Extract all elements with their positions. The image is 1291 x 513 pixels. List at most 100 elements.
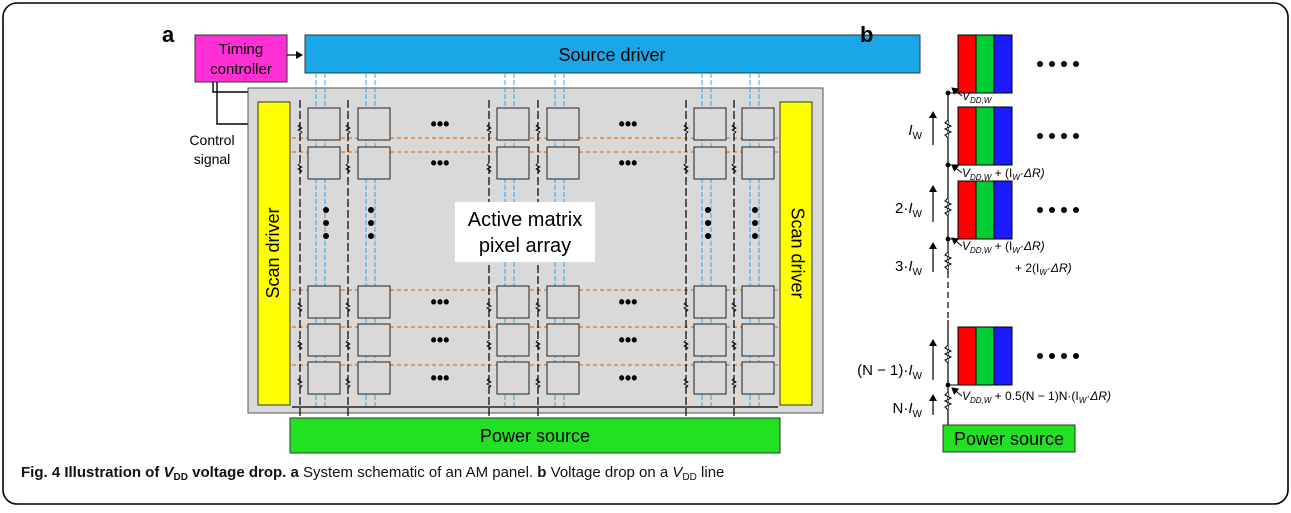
subpixel-red (957, 326, 977, 386)
caption-fig-label: Fig. 4 (21, 464, 61, 481)
pixel-cell (546, 107, 580, 141)
voltage-pointer (951, 237, 963, 247)
current-label: 3·IW (895, 258, 923, 278)
ellipsis-dot (1037, 61, 1043, 67)
ellipsis-dot (368, 220, 374, 226)
ellipsis-horizontal: ••• (619, 153, 638, 173)
resistor-tick (345, 339, 351, 351)
caption-title-sub: DD (173, 472, 188, 483)
ellipsis-horizontal: ••• (431, 292, 450, 312)
resistor (943, 251, 953, 271)
resistor-tick (535, 377, 541, 389)
ellipsis-dot (1049, 207, 1055, 213)
resistor-tick (731, 377, 737, 389)
resistor-tick (345, 162, 351, 174)
resistor-tick (297, 377, 303, 389)
resistor-tick (683, 301, 689, 313)
resistor-tick (297, 339, 303, 351)
ellipsis-dot (368, 207, 374, 213)
pixel-cell (496, 146, 530, 180)
resistor-tick (535, 162, 541, 174)
panel-b-label: b (860, 22, 873, 47)
pixel-cell (741, 107, 775, 141)
ellipsis-horizontal: ••• (431, 330, 450, 350)
pixel-cell (357, 285, 391, 319)
scan-driver-right (779, 101, 813, 406)
pixel-cell (496, 285, 530, 319)
pixel-cell (693, 361, 727, 395)
ellipsis-dot (1061, 207, 1067, 213)
resistor-tick (486, 377, 492, 389)
ellipsis-dot (1049, 353, 1055, 359)
pixel-cell (357, 323, 391, 357)
pixel-cell (357, 146, 391, 180)
ellipsis-dot (1073, 207, 1079, 213)
caption-title-var: V (163, 464, 174, 481)
caption-b-sub: DD (682, 472, 697, 483)
ellipsis-dot (705, 220, 711, 226)
resistor-tick (683, 377, 689, 389)
resistor-tick (345, 377, 351, 389)
pixel-cell (496, 323, 530, 357)
figure-caption: Fig. 4 Illustration of VDD voltage drop.… (21, 463, 1271, 483)
pixel-cell (496, 107, 530, 141)
ellipsis-dot (705, 233, 711, 239)
timing-controller-block (194, 34, 288, 83)
power-source-label-b: Power source (954, 429, 1064, 449)
resistor-tick (731, 123, 737, 135)
power-source-block-b (942, 424, 1076, 453)
resistor-tick (297, 123, 303, 135)
resistor-tick (731, 162, 737, 174)
pixel-cell (357, 361, 391, 395)
resistor (943, 119, 953, 139)
ellipsis-horizontal: ••• (619, 114, 638, 134)
pixel-cell (693, 146, 727, 180)
pixel-cell (307, 361, 341, 395)
ellipsis-dot (1073, 61, 1079, 67)
resistor (943, 344, 953, 364)
caption-b-var: V (672, 464, 683, 481)
resistor-tick (535, 123, 541, 135)
ellipsis-dot (752, 220, 758, 226)
power-source-block-a (289, 417, 781, 454)
pixel-array: •••••••••••••••••••••••••••••• (292, 73, 778, 418)
voltage-pointer (951, 387, 963, 397)
ellipsis-dot (1049, 61, 1055, 67)
resistor (943, 391, 953, 411)
pixel-cell (741, 323, 775, 357)
ellipsis-horizontal: ••• (431, 114, 450, 134)
voltage-label: VDD,W + 0.5(N − 1)N·(IW·ΔR) (962, 389, 1111, 405)
pixel-cell (693, 285, 727, 319)
ellipsis-horizontal: ••• (619, 292, 638, 312)
resistor-tick (486, 339, 492, 351)
source-driver-label: Source driver (558, 45, 665, 65)
resistor (943, 197, 953, 217)
pixel-cell (546, 323, 580, 357)
caption-a-text: System schematic of an AM panel. (298, 464, 538, 481)
resistor-tick (486, 301, 492, 313)
caption-b-text-post: line (696, 464, 725, 481)
ellipsis-dot (323, 207, 329, 213)
resistor-tick (486, 123, 492, 135)
resistor-tick (345, 301, 351, 313)
subpixel-green (975, 180, 995, 240)
current-label: 2·IW (895, 200, 923, 220)
current-label: (N − 1)·IW (857, 362, 922, 382)
subpixel-blue (993, 326, 1013, 386)
timing-controller-label-line1: Timing (219, 41, 263, 58)
figure-frame (2, 2, 1289, 505)
ellipsis-horizontal: ••• (619, 368, 638, 388)
ellipsis-dot (1061, 61, 1067, 67)
voltage-pointer (951, 87, 963, 97)
caption-title-pre: Illustration of (64, 464, 164, 481)
resistor-tick (683, 162, 689, 174)
resistor-tick (297, 301, 303, 313)
subpixel-blue (993, 180, 1013, 240)
subpixel-red (957, 106, 977, 166)
resistor-tick (486, 162, 492, 174)
panel-a-label: a (162, 22, 175, 47)
control-line-left (216, 82, 259, 128)
control-signal-label-line1: Control (189, 132, 234, 148)
